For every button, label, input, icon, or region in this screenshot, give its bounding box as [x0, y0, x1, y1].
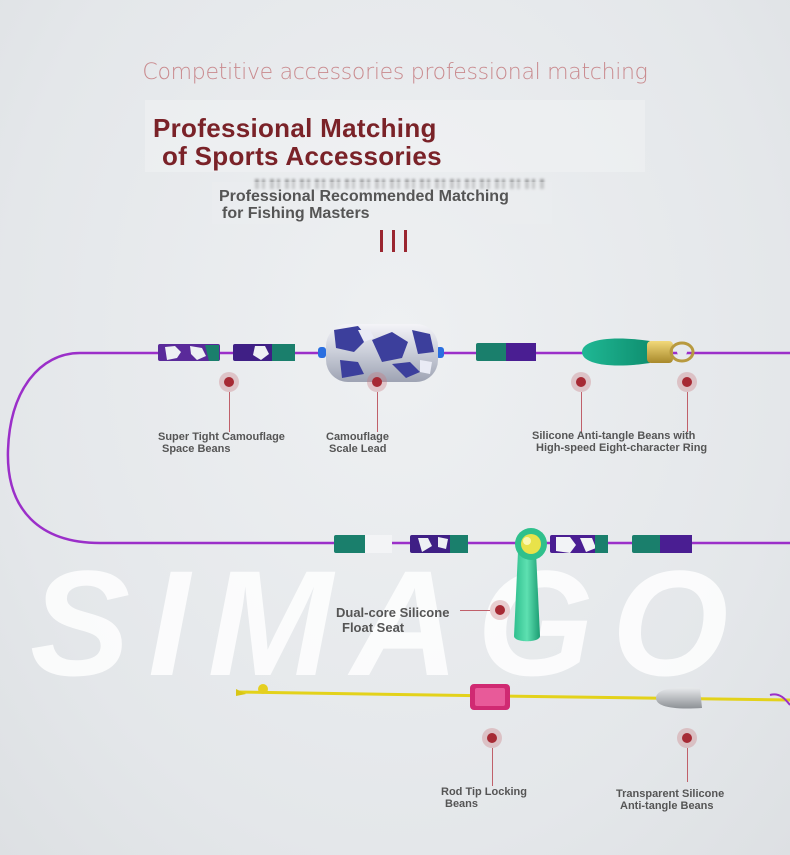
leader-line [377, 392, 378, 432]
leader-line [581, 392, 582, 432]
label-line: Space Beans [162, 443, 231, 455]
label-transparent-beans: Transparent Silicone Anti-tangle Beans [616, 788, 724, 812]
title-line-2: of Sports Accessories [162, 141, 442, 171]
label-float-seat: Dual-core Silicone Float Seat [336, 605, 449, 635]
marker-swivel [677, 372, 697, 392]
label-line: Rod Tip Locking [441, 786, 527, 798]
label-camo-beans: Super Tight Camouflage Space Beans [158, 431, 285, 455]
label-line: Super Tight Camouflage [158, 431, 285, 443]
label-line: Anti-tangle Beans [620, 800, 714, 812]
float-seat-icon [514, 528, 547, 642]
title-line-1: Professional Matching [153, 113, 437, 143]
leader-line [492, 748, 493, 786]
leader-line [460, 610, 490, 611]
anti-tangle-bead-icon [476, 343, 536, 361]
label-line: Float Seat [342, 620, 405, 635]
marker-rod-tip [482, 728, 502, 748]
label-line: High-speed Eight-character Ring [536, 442, 708, 454]
camo-bead-icon [550, 535, 608, 553]
leader-line [687, 392, 688, 432]
anti-tangle-bead-icon [582, 338, 650, 366]
label-line: Transparent Silicone [616, 788, 725, 800]
transparent-bead-icon [656, 687, 702, 709]
label-line: Beans [445, 798, 479, 810]
subtitle-line-1: Professional Recommended Matching [219, 188, 509, 205]
marker-silicone-beans [571, 372, 591, 392]
label-scale-lead: Camouflage Scale Lead [326, 431, 389, 455]
marker-camo-beans [219, 372, 239, 392]
marker-transparent-beans [677, 728, 697, 748]
camo-bead-icon [233, 344, 295, 361]
title-box [145, 100, 645, 172]
camo-bead-icon [158, 344, 220, 361]
brand-watermark: SIMAGO [30, 539, 747, 707]
marker-scale-lead [367, 372, 387, 392]
marker-float-seat [490, 600, 510, 620]
rod-tip-bead-icon [470, 684, 510, 710]
camo-bead-icon [632, 535, 692, 553]
label-line: Scale Lead [329, 443, 387, 455]
camo-bead-icon [410, 535, 468, 553]
main-line [6, 351, 790, 545]
label-silicone-beans: Silicone Anti-tangle Beans with High-spe… [532, 430, 707, 454]
subtitle-line-2: for Fishing Masters [222, 205, 370, 222]
leader-line [229, 392, 230, 432]
rod-tip-line [235, 690, 790, 702]
label-line: Silicone Anti-tangle Beans with [532, 430, 696, 442]
label-line: Camouflage [326, 431, 389, 443]
swivel-ring-icon [647, 341, 695, 363]
tagline: Competitive accessories professional mat… [142, 60, 648, 85]
label-line: Dual-core Silicone [336, 605, 450, 620]
camo-bead-icon [334, 535, 392, 553]
camo-lead-icon [318, 324, 444, 382]
subtitle-box [212, 182, 552, 224]
label-rod-tip: Rod Tip Locking Beans [441, 786, 527, 810]
leader-line [687, 748, 688, 782]
